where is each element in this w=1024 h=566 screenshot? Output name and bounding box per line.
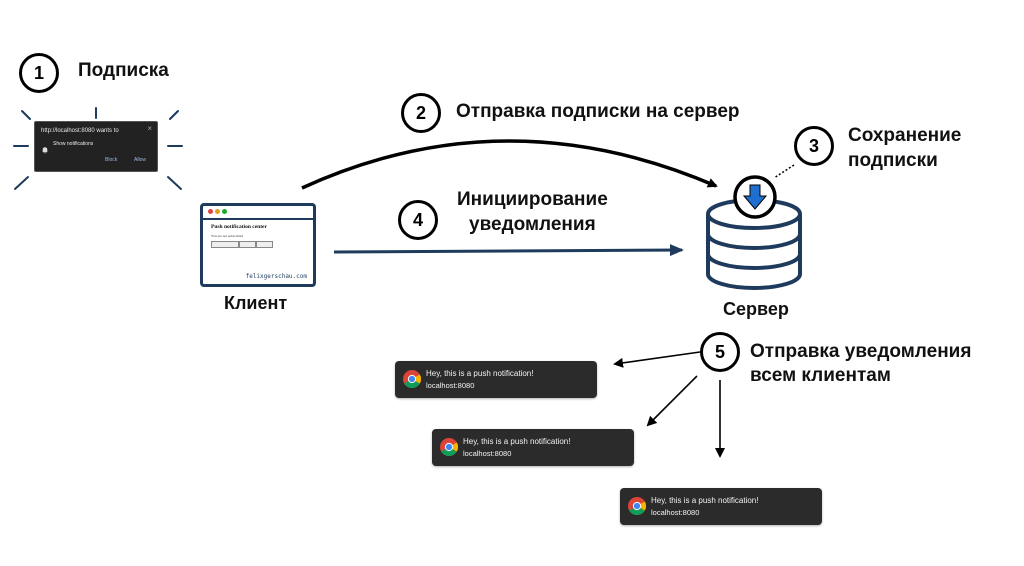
popup-attention-rays — [13, 107, 183, 190]
client-label: Клиент — [224, 293, 288, 313]
step-3-circle: 3 — [794, 126, 834, 166]
bell-icon — [42, 141, 48, 159]
step-5-label-line-1: Отправка уведомления — [750, 341, 972, 362]
step-2-number: 2 — [415, 102, 426, 123]
notification-title: Hey, this is a push notification! — [426, 369, 534, 378]
client-mini-button-1[interactable] — [211, 241, 239, 248]
step-4-label-line-2: уведомления — [469, 214, 596, 235]
popup-request-text: Show notifications — [53, 141, 94, 147]
step-5-label-line-2: всем клиентам — [750, 365, 891, 386]
server-label: Сервер — [723, 299, 789, 319]
chrome-icon — [440, 438, 458, 456]
step-2-label: Отправка подписки на сервер — [456, 101, 740, 122]
close-dot-icon — [208, 209, 213, 214]
maximize-dot-icon — [222, 209, 227, 214]
popup-origin-text: http://localhost:8080 wants to — [41, 128, 119, 134]
client-status-text: You are not subscribed — [211, 234, 244, 238]
notification-origin: localhost:8080 — [463, 449, 512, 458]
chrome-icon — [403, 370, 421, 388]
arrow-to-notification-2 — [646, 375, 698, 427]
push-notification-3[interactable]: Hey, this is a push notification! localh… — [620, 488, 822, 525]
browser-title-bar — [203, 206, 313, 220]
dotted-connector-step-3 — [773, 164, 795, 179]
arrow-send-subscription — [301, 139, 718, 190]
client-page-title: Push notification center — [211, 224, 267, 230]
step-5-circle: 5 — [700, 332, 740, 372]
step-4-circle: 4 — [398, 200, 438, 240]
allow-button[interactable]: Allow — [134, 157, 146, 163]
notification-title: Hey, this is a push notification! — [463, 437, 571, 446]
step-4-label-line-1: Инициирование — [457, 189, 608, 210]
notification-origin: localhost:8080 — [426, 381, 475, 390]
step-3-number: 3 — [808, 135, 819, 156]
step-1-label: Подписка — [78, 60, 169, 81]
arrow-trigger-notification — [333, 244, 684, 257]
push-notification-2[interactable]: Hey, this is a push notification! localh… — [432, 429, 634, 466]
arrow-to-notification-1 — [613, 351, 701, 368]
client-browser-window: Push notification center You are not sub… — [200, 203, 316, 287]
close-icon[interactable]: × — [147, 124, 152, 133]
step-1-number: 1 — [33, 62, 44, 83]
minimize-dot-icon — [215, 209, 220, 214]
chrome-icon — [628, 497, 646, 515]
step-3-label-line-1: Сохранение — [848, 125, 962, 146]
notification-title: Hey, this is a push notification! — [651, 496, 759, 505]
step-4-number: 4 — [412, 209, 423, 230]
client-domain: felixgerschau.com — [245, 273, 307, 280]
push-notification-1[interactable]: Hey, this is a push notification! localh… — [395, 361, 597, 398]
client-mini-button-2[interactable] — [239, 241, 256, 248]
step-5-number: 5 — [714, 341, 725, 362]
block-button[interactable]: Block — [105, 157, 118, 163]
step-1-circle: 1 — [19, 53, 59, 93]
step-2-circle: 2 — [401, 93, 441, 133]
step-3-label-line-2: подписки — [848, 150, 938, 171]
notification-permission-popup: http://localhost:8080 wants to × Show no… — [34, 121, 158, 172]
download-icon — [733, 175, 777, 219]
client-mini-button-3[interactable] — [256, 241, 273, 248]
notification-origin: localhost:8080 — [651, 508, 700, 517]
